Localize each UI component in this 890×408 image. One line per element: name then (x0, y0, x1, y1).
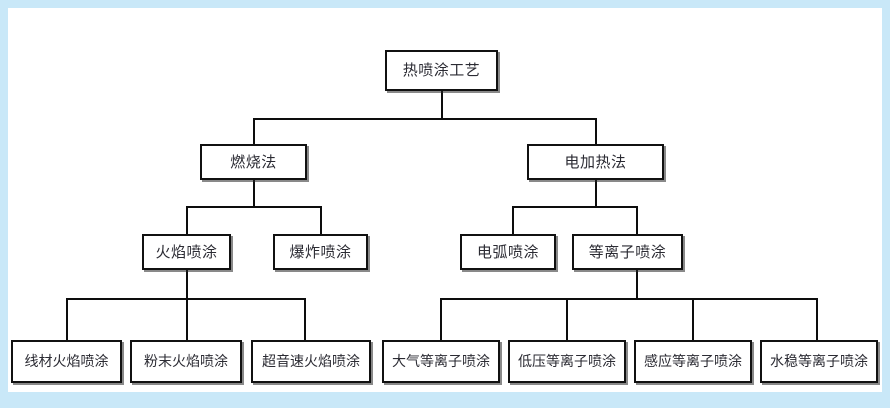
node-leaf-induction-plasma-spray[interactable]: 感应等离子喷涂 (634, 340, 752, 383)
connector-leaf-induction-drop (692, 298, 694, 340)
connector-leaf-powder-flame-drop (186, 298, 188, 340)
connector-arc-spray-drop (512, 206, 514, 234)
node-electric-heating-method[interactable]: 电加热法 (527, 144, 664, 180)
connector-leaf-wire-flame-drop (66, 298, 68, 340)
connector-plasma-leaves-bus (440, 298, 818, 300)
connector-leaf-hvof-flame-drop (304, 298, 306, 340)
connector-plasma-spray-children-drop (636, 270, 638, 298)
node-leaf-water-stabilized-plasma-spray[interactable]: 水稳等离子喷涂 (760, 340, 878, 383)
connector-level3-right-bus (512, 206, 638, 208)
node-combustion-method[interactable]: 燃烧法 (200, 144, 307, 180)
node-arc-spray[interactable]: 电弧喷涂 (460, 234, 556, 270)
node-leaf-hvof-flame-spray[interactable]: 超音速火焰喷涂 (251, 340, 371, 383)
node-leaf-powder-flame-spray[interactable]: 粉末火焰喷涂 (130, 340, 242, 383)
connector-flame-spray-drop (186, 206, 188, 234)
connector-leaf-aps-drop (440, 298, 442, 340)
connector-level2-bus (253, 118, 597, 120)
connector-leaf-lpps-drop (566, 298, 568, 340)
connector-plasma-spray-drop (636, 206, 638, 234)
node-leaf-low-pressure-plasma-spray[interactable]: 低压等离子喷涂 (508, 340, 626, 383)
connector-combustion-drop (253, 180, 255, 206)
connector-flame-spray-children-drop (186, 270, 188, 298)
node-plasma-spray[interactable]: 等离子喷涂 (572, 234, 683, 270)
connector-root-drop (441, 91, 443, 118)
node-flame-spray[interactable]: 火焰喷涂 (142, 234, 231, 270)
connector-level3-left-bus (186, 206, 322, 208)
node-detonation-spray[interactable]: 爆炸喷涂 (273, 234, 368, 270)
node-leaf-atmospheric-plasma-spray[interactable]: 大气等离子喷涂 (382, 340, 500, 383)
connector-leaf-water-stabilized-drop (816, 298, 818, 340)
node-root-thermal-spray[interactable]: 热喷涂工艺 (385, 50, 498, 91)
connector-level2-right-drop (595, 118, 597, 144)
connector-level2-left-drop (253, 118, 255, 144)
connector-detonation-spray-drop (320, 206, 322, 234)
node-leaf-wire-flame-spray[interactable]: 线材火焰喷涂 (11, 340, 122, 383)
connector-electric-heating-drop (595, 180, 597, 206)
diagram-canvas: 热喷涂工艺 燃烧法 电加热法 火焰喷涂 爆炸喷涂 电弧喷涂 等离子喷涂 线材火焰… (8, 8, 882, 392)
